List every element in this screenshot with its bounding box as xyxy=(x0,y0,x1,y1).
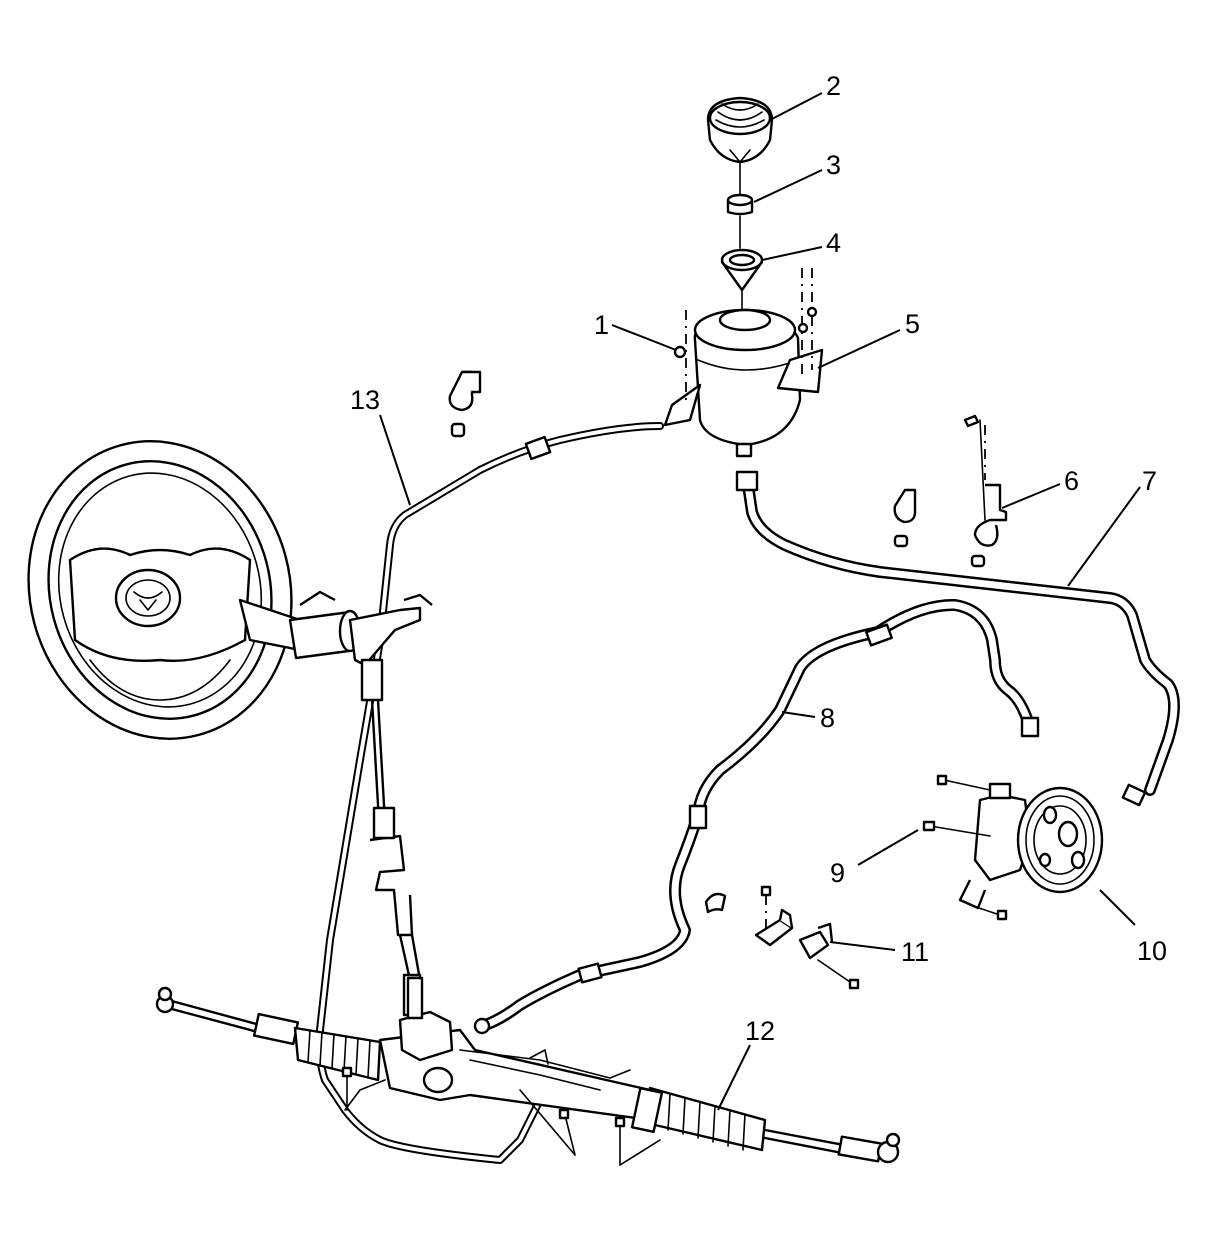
steering-wheel xyxy=(27,440,302,740)
steering-gear xyxy=(155,976,901,1164)
callout-4: 4 xyxy=(826,228,841,258)
reservoir-nut xyxy=(673,345,687,359)
callout-3: 3 xyxy=(826,150,841,180)
callout-1: 1 xyxy=(594,310,609,340)
reservoir-filter xyxy=(720,248,764,292)
callout-13: 13 xyxy=(350,385,380,415)
callout-6: 6 xyxy=(1064,466,1079,496)
callout-10: 10 xyxy=(1137,936,1167,966)
callout-9: 9 xyxy=(830,858,845,888)
callout-7: 7 xyxy=(1142,466,1157,496)
callout-12: 12 xyxy=(745,1016,775,1046)
callout-11: 11 xyxy=(901,937,929,967)
small-clip xyxy=(704,892,727,914)
mounting-brackets xyxy=(754,885,860,990)
leader-lines xyxy=(379,92,1141,1111)
hose-clamp-6 xyxy=(963,414,1008,568)
power-steering-pump xyxy=(958,782,1104,910)
reservoir xyxy=(663,308,824,458)
pressure-hose xyxy=(473,598,1040,1035)
rack-fasteners xyxy=(341,1066,661,1166)
callout-5: 5 xyxy=(905,309,920,339)
callout-8: 8 xyxy=(820,703,835,733)
hose-clamp-mid xyxy=(893,488,917,548)
callout-2: 2 xyxy=(826,71,841,101)
reservoir-cap xyxy=(706,96,774,164)
return-hose xyxy=(735,470,1180,807)
pipe-clamp-left xyxy=(448,370,482,438)
reservoir-seal xyxy=(726,193,754,216)
pump-bolts xyxy=(922,774,1008,921)
steering-column xyxy=(288,590,433,1017)
